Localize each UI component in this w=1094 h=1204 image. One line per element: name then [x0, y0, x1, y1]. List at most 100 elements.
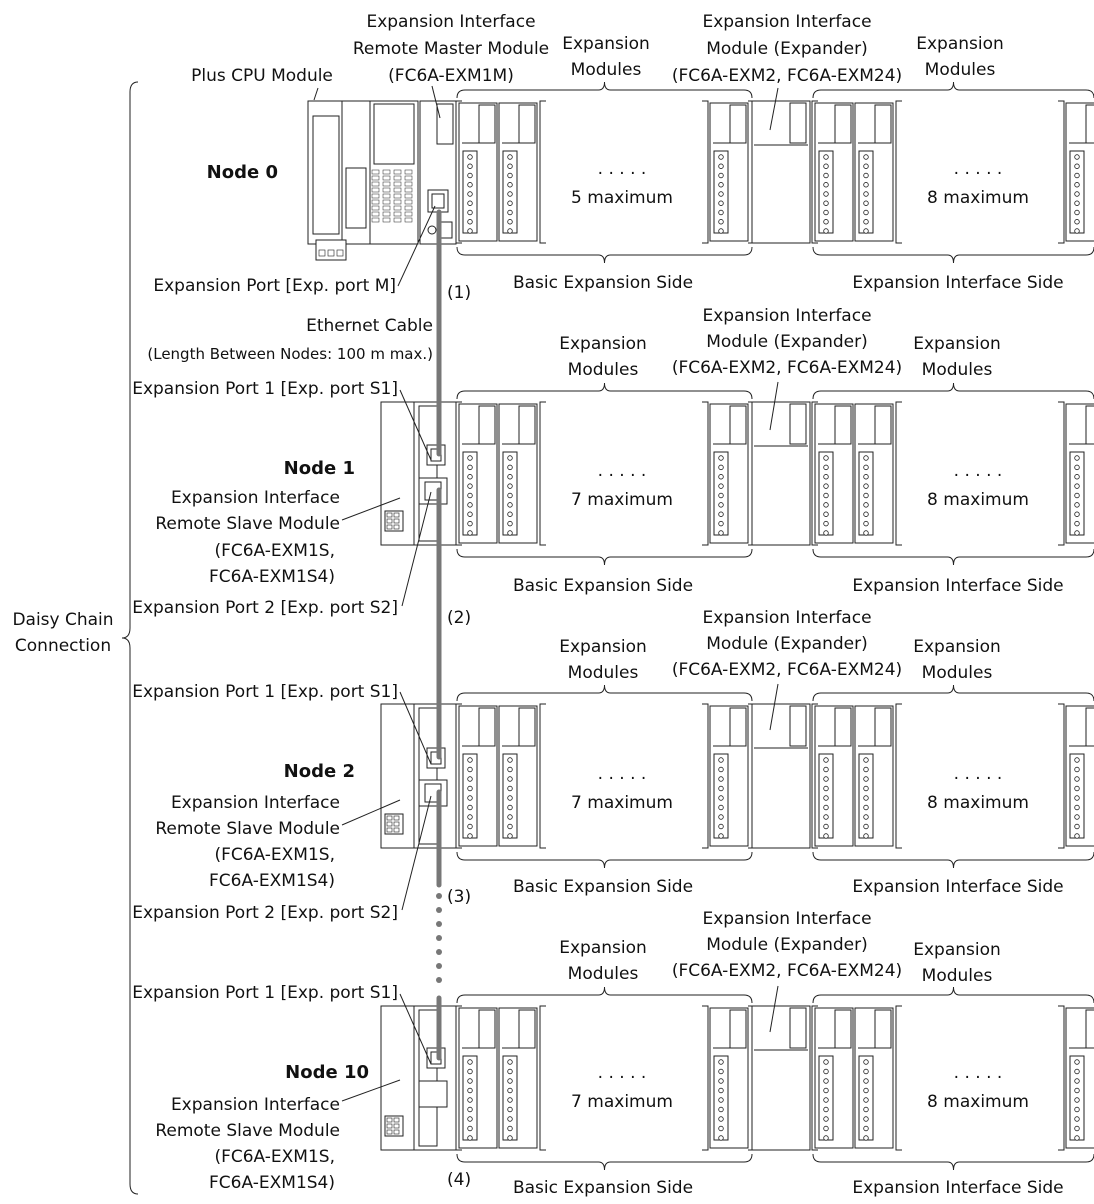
node-1-label: Node 1 — [283, 458, 355, 479]
leader-s1-node1 — [399, 389, 432, 461]
top-brace-right-node1 — [812, 382, 1094, 400]
master-module-label-2: Remote Master Module — [352, 39, 550, 59]
leader-slave-node1 — [341, 497, 401, 521]
io-module-f-node2 — [1065, 705, 1094, 847]
exp-mod-left-node2-2: Modules — [567, 663, 639, 683]
right-break-start-node10 — [895, 1005, 902, 1151]
io-module-d-node10 — [814, 1007, 854, 1149]
right-max-node2: 8 maximum — [927, 793, 1029, 813]
right-group-open-node2 — [811, 703, 818, 849]
io-module-c-node0 — [709, 102, 749, 242]
interface-side-node1: Expansion Interface Side — [852, 576, 1064, 596]
expander-node1-3: (FC6A-EXM2, FC6A-EXM24) — [671, 358, 903, 378]
exp-port-s2-label-node2: Expansion Port 2 [Exp. port S2] — [132, 903, 398, 923]
master-module — [419, 100, 457, 245]
exp-port-s1-label-node10: Expansion Port 1 [Exp. port S1] — [132, 983, 398, 1003]
io-module-a-node1 — [458, 403, 498, 544]
exp-mod-right-node10-1: Expansion — [913, 940, 1001, 960]
leader-s1-node2 — [399, 691, 432, 765]
right-break-start-node1 — [895, 401, 902, 546]
exp-mod-right-node10-2: Modules — [921, 966, 993, 986]
exp-mod-left-node1-1: Expansion — [559, 334, 647, 354]
cable-2-label: (2) — [447, 608, 472, 628]
expander-node10-2: Module (Expander) — [706, 935, 868, 955]
basic-side-node2: Basic Expansion Side — [512, 877, 694, 897]
leader-expander-node0 — [769, 87, 779, 131]
left-break-start-node10 — [539, 1005, 546, 1151]
expansion-modules-label-left: Expansion — [562, 34, 650, 54]
interface-brace-node0 — [812, 246, 1094, 264]
expander-label-2: Module (Expander) — [706, 39, 868, 59]
slave-label-node2-3: (FC6A-EXM1S, — [214, 845, 335, 865]
expander-module-node2 — [751, 703, 811, 849]
master-module-label-3: (FC6A-EXM1M) — [388, 66, 514, 86]
slave-label-node2-1: Expansion Interface — [170, 793, 340, 813]
cpu-module-label: Plus CPU Module — [191, 66, 333, 86]
io-module-b-node1 — [498, 403, 538, 544]
left-max-node1: 7 maximum — [571, 490, 673, 510]
right-break-end-node1 — [1058, 401, 1065, 546]
exp-mod-right-node1-2: Modules — [921, 360, 993, 380]
exp-mod-left-node10-2: Modules — [567, 964, 639, 984]
right-group-open-node0 — [811, 100, 818, 244]
interface-side-node10: Expansion Interface Side — [852, 1178, 1064, 1198]
right-break-start-node0 — [895, 100, 902, 244]
cable-length-label: (Length Between Nodes: 100 m max.) — [147, 345, 433, 363]
cable-4-label: (4) — [447, 1170, 472, 1190]
exp-mod-right-node2-2: Modules — [921, 663, 993, 683]
interface-brace-node2 — [812, 851, 1094, 869]
slave-module-node1 — [380, 401, 457, 546]
top-brace-left-node2 — [456, 684, 753, 702]
right-max-node0: 8 maximum — [927, 188, 1029, 208]
interface-side-node2: Expansion Interface Side — [852, 877, 1064, 897]
cable-dot — [436, 935, 442, 941]
leader-expander-node2 — [769, 683, 779, 731]
slave-label-node2-4: FC6A-EXM1S4) — [209, 871, 335, 891]
slave-label-node1-2: Remote Slave Module — [155, 514, 340, 534]
master-module-label-1: Expansion Interface — [366, 12, 536, 32]
dots-right-node1: · · · · · — [953, 466, 1003, 486]
expansion-modules-label-left-2: Modules — [570, 60, 642, 80]
left-group-open-node2 — [455, 703, 462, 849]
cpu-module — [307, 100, 419, 261]
node-2-label: Node 2 — [283, 761, 355, 782]
left-max-node0: 5 maximum — [571, 188, 673, 208]
expander-node2-1: Expansion Interface — [702, 608, 872, 628]
expander-node10-1: Expansion Interface — [702, 909, 872, 929]
left-break-start-node1 — [539, 401, 546, 546]
right-max-node1: 8 maximum — [927, 490, 1029, 510]
exp-mod-right-node2-1: Expansion — [913, 637, 1001, 657]
dots-right-node2: · · · · · — [953, 769, 1003, 789]
exp-mod-left-node10-1: Expansion — [559, 938, 647, 958]
dots-left-node1: · · · · · — [597, 466, 647, 486]
top-brace-right-node0 — [812, 81, 1094, 99]
right-break-end-node0 — [1058, 100, 1065, 244]
dots-right-node0: · · · · · — [953, 164, 1003, 184]
ethernet-cable-label: Ethernet Cable — [306, 316, 433, 336]
leader-slave-node10 — [341, 1079, 401, 1102]
exp-port-s1-label-node2: Expansion Port 1 [Exp. port S1] — [132, 682, 398, 702]
expander-module-node10 — [751, 1005, 811, 1151]
slave-label-node2-2: Remote Slave Module — [155, 819, 340, 839]
cable-dot — [436, 963, 442, 969]
leader-s2-node1 — [401, 491, 432, 607]
dots-left-node0: · · · · · — [597, 164, 647, 184]
dots-left-node10: · · · · · — [597, 1068, 647, 1088]
daisy-chain-label-2: Connection — [14, 636, 112, 656]
expansion-modules-label-right-2: Modules — [924, 60, 996, 80]
exp-mod-left-node2-1: Expansion — [559, 637, 647, 657]
top-brace-right-node2 — [812, 684, 1094, 702]
leader-expander-node10 — [769, 985, 779, 1033]
exp-port-s2-label-node1: Expansion Port 2 [Exp. port S2] — [132, 598, 398, 618]
interface-side-node0: Expansion Interface Side — [852, 273, 1064, 293]
daisy-chain-label-1: Daisy Chain — [12, 610, 114, 630]
io-module-d-node2 — [814, 705, 854, 847]
io-module-d-node0 — [814, 102, 854, 242]
left-break-end-node2 — [702, 703, 709, 849]
exp-mod-right-node1-1: Expansion — [913, 334, 1001, 354]
io-module-b-node0 — [498, 102, 538, 242]
right-break-end-node2 — [1058, 703, 1065, 849]
expander-node1-1: Expansion Interface — [702, 306, 872, 326]
left-break-start-node2 — [539, 703, 546, 849]
